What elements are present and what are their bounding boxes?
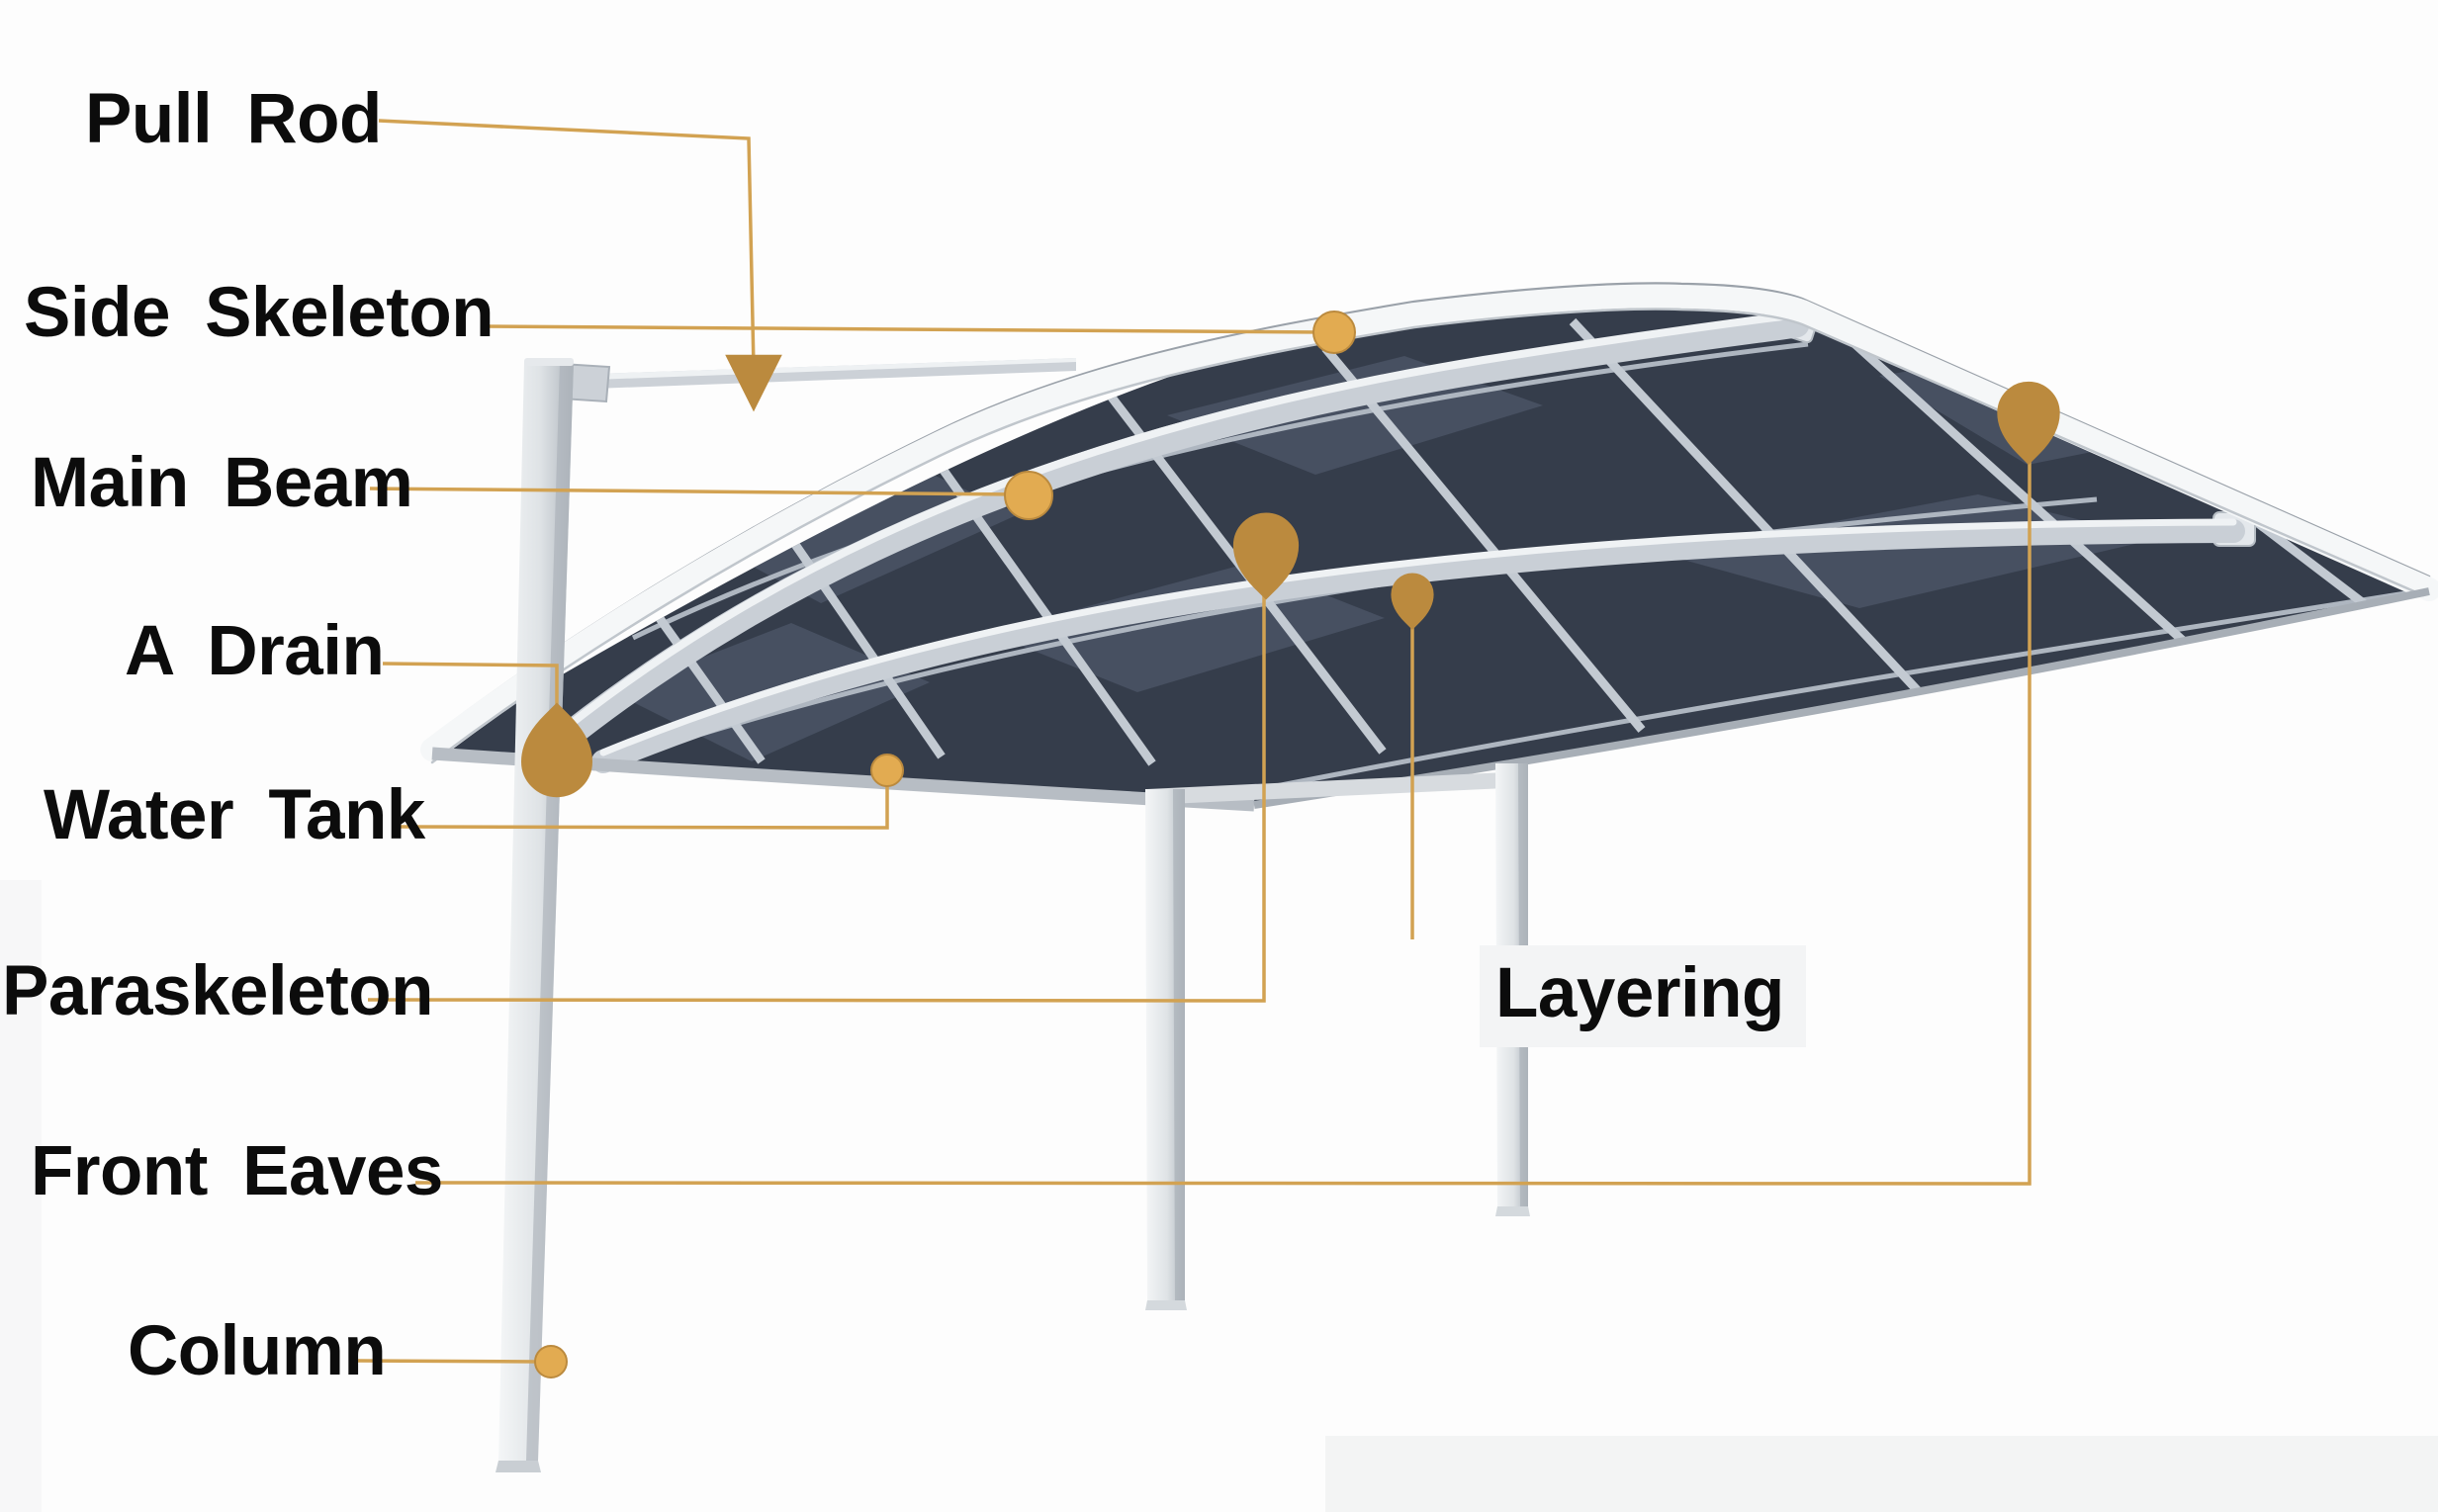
leader-line-front-eaves: [414, 431, 2032, 1186]
anchor-dot-water-tank: [870, 754, 904, 787]
leader-line-main-beam: [369, 487, 1016, 496]
column-left: [496, 358, 574, 1472]
anchor-dot-paraskeleton: [1232, 512, 1300, 600]
leader-line-column: [357, 1359, 540, 1364]
front-beam: [1147, 771, 1528, 805]
leader-line-water-tank: [399, 786, 889, 830]
column-middle: [1145, 789, 1187, 1310]
anchor-dot-side-skeleton: [1312, 311, 1356, 354]
background-tint: [1325, 1436, 2438, 1512]
leader-line-pull-rod: [378, 119, 756, 369]
leader-line-side-skeleton: [482, 324, 1324, 334]
anchor-dot-front-eaves: [1997, 381, 2060, 466]
background-tint-left: [0, 880, 42, 1512]
canopy-panels: [432, 297, 2429, 803]
anchor-dot-main-beam: [1004, 471, 1053, 520]
leader-line-paraskeleton: [367, 564, 1266, 1003]
leader-line-a-drain: [382, 662, 559, 739]
anchor-dot-pull-rod: [725, 354, 782, 412]
anchor-dot-layering: [1391, 573, 1434, 630]
anchor-dot-a-drain: [520, 702, 593, 798]
anchor-dot-column: [534, 1345, 568, 1379]
side-skeleton-band: [420, 282, 2438, 764]
